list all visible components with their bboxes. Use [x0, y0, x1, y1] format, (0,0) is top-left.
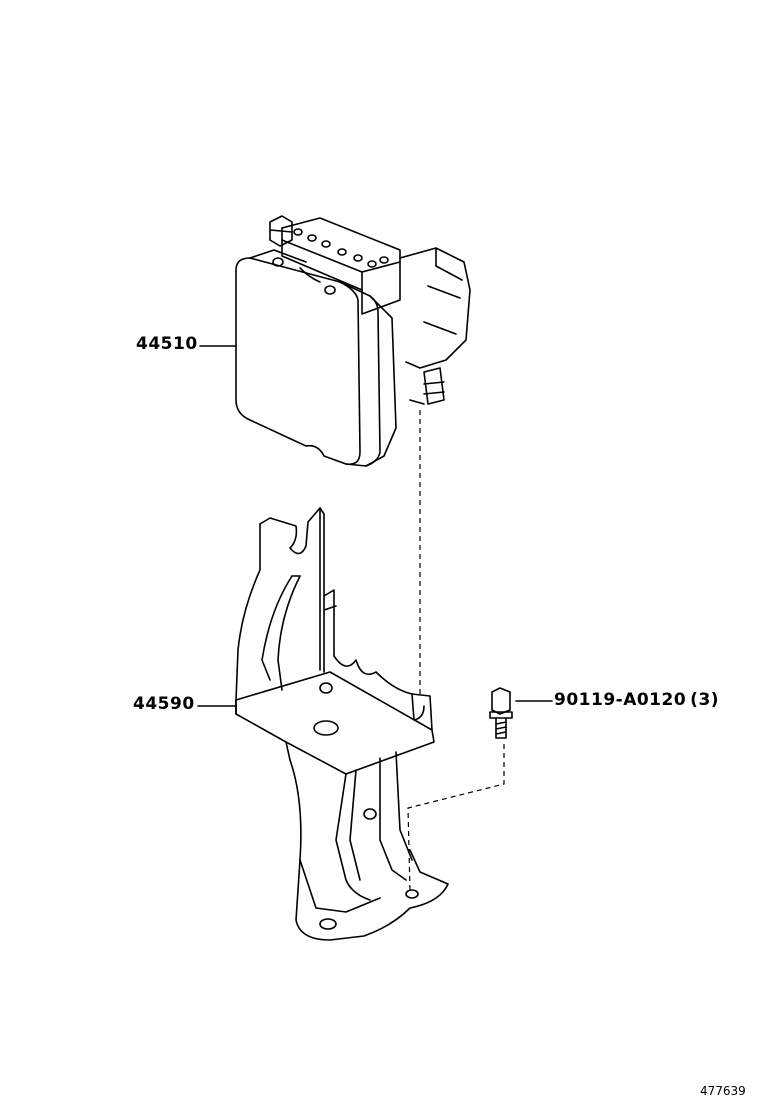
part-number-bolt[interactable]: 90119-A0120(3)	[554, 690, 719, 710]
part-number-bracket[interactable]: 44590	[133, 694, 195, 714]
illustration-ref-number: 477639	[700, 1084, 746, 1098]
part-number-abs-actuator[interactable]: 44510	[136, 334, 198, 354]
alignment-line-bolt-bracket	[407, 744, 505, 893]
bolt-number: 90119-A0120	[554, 690, 687, 710]
abs-actuator-part[interactable]	[235, 215, 471, 467]
bolt-part[interactable]	[489, 687, 513, 739]
bolt-quantity: (3)	[690, 690, 720, 710]
bracket-part[interactable]	[235, 507, 449, 941]
